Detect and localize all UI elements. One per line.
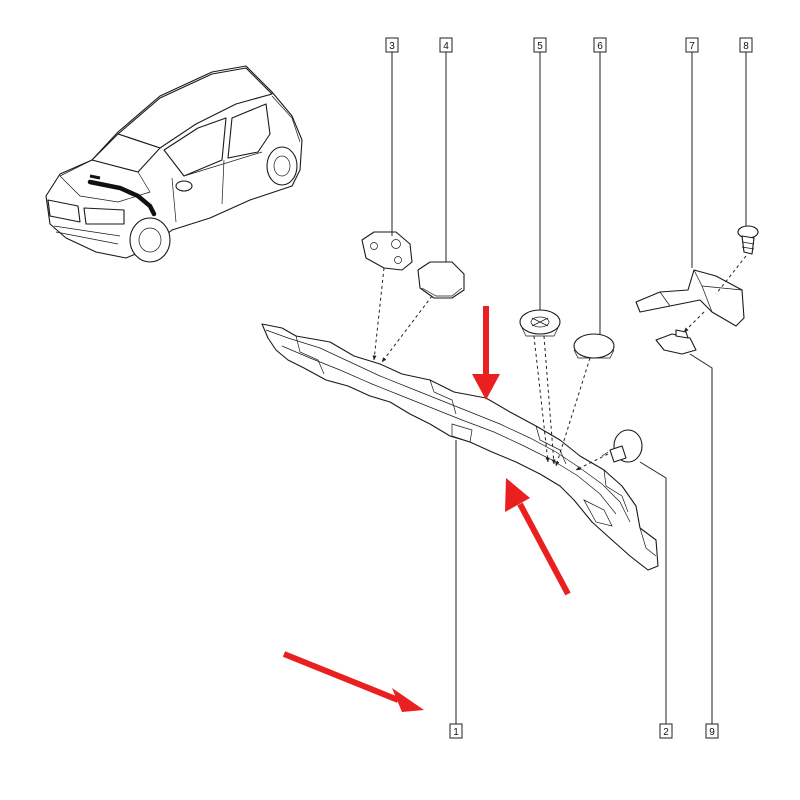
red-arrow-up-left-icon	[505, 478, 571, 596]
part-9-clip	[655, 329, 697, 355]
callout-7: 7	[685, 37, 699, 53]
red-arrow-down-icon	[472, 306, 500, 400]
callout-2: 2	[659, 723, 673, 739]
callout-1: 1	[449, 723, 463, 739]
callout-3: 3	[385, 37, 399, 53]
part-6-plug	[573, 333, 615, 359]
callout-label: 6	[597, 41, 603, 52]
callout-label: 4	[443, 41, 449, 52]
callout-label: 2	[663, 727, 669, 738]
part-4-cap	[417, 261, 465, 299]
part-5-grommet	[519, 309, 561, 337]
part-2-clip	[601, 429, 643, 463]
part-8-screw	[737, 225, 759, 255]
callout-label: 5	[537, 41, 543, 52]
callout-label: 3	[389, 41, 395, 52]
callout-9: 9	[705, 723, 719, 739]
vehicle-illustration	[45, 65, 303, 263]
part-7-bracket	[635, 269, 745, 327]
callout-6: 6	[593, 37, 607, 53]
callout-5: 5	[533, 37, 547, 53]
callout-4: 4	[439, 37, 453, 53]
callout-8: 8	[739, 37, 753, 53]
callout-label: 8	[743, 41, 749, 52]
callout-label: 7	[689, 41, 695, 52]
callout-label: 1	[453, 727, 459, 738]
callout-label: 9	[709, 727, 715, 738]
part-1-cowl-panel	[261, 323, 659, 571]
assembly-lines	[372, 255, 747, 471]
leader-lines	[391, 52, 747, 724]
red-arrow-right-icon	[282, 651, 424, 712]
red-annotation-arrows	[282, 306, 571, 712]
part-3-plate	[361, 231, 413, 271]
